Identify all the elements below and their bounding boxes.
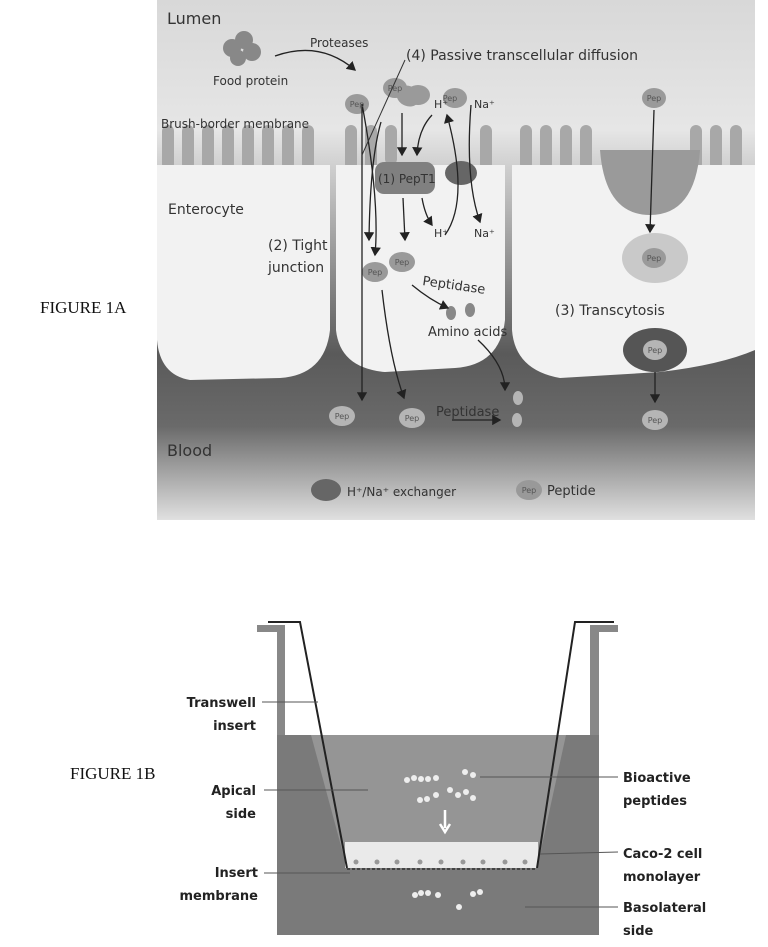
tight-junction-label-2: junction <box>267 260 324 276</box>
svg-text:Pep: Pep <box>443 94 458 103</box>
transcytosis-label: (3) Transcytosis <box>555 303 665 319</box>
cell-nuclei <box>353 859 528 865</box>
brush-border-label: Brush-border membrane <box>161 117 309 131</box>
figure-1b-diagram: Transwell insert Apical side Insert memb… <box>180 621 706 939</box>
label-leaders <box>262 701 619 908</box>
svg-text:Pep: Pep <box>405 414 420 423</box>
food-protein-label: Food protein <box>213 74 288 88</box>
na-plus-top: Na⁺ <box>474 98 495 111</box>
svg-text:Pep: Pep <box>647 94 662 103</box>
figure-1a-diagram: Lumen Blood Proteases Food protein (4) P… <box>157 0 755 520</box>
figure-1b-label: FIGURE 1B <box>70 764 156 783</box>
endocytosis-pit <box>600 150 700 215</box>
blood-peptide-icons <box>329 340 668 430</box>
membrane-label-2: membrane <box>180 889 259 904</box>
basolateral-label-2: side <box>623 924 653 939</box>
food-protein-icon <box>223 31 261 66</box>
svg-text:Pep: Pep <box>648 346 663 355</box>
transport-arrow-icon <box>438 810 452 835</box>
amino-acids-label: Amino acids <box>428 325 507 340</box>
pathway-arrows <box>274 49 661 426</box>
svg-text:Pep: Pep <box>395 258 410 267</box>
svg-text:Pep: Pep <box>522 486 537 495</box>
well-wall-left <box>257 625 285 735</box>
peptidase-blood-label: Peptidase <box>436 405 499 420</box>
passive-diffusion-label: (4) Passive transcellular diffusion <box>406 48 638 64</box>
pept1-label: (1) PepT1 <box>378 172 436 186</box>
svg-text:Pep: Pep <box>368 268 383 277</box>
na-plus-bottom: Na⁺ <box>474 227 495 240</box>
proteases-label: Proteases <box>310 36 368 50</box>
pept1-transporter <box>375 162 435 194</box>
enterocyte-cells <box>157 165 755 380</box>
membrane-label-1: Insert <box>215 866 258 881</box>
blood-label: Blood <box>167 441 212 460</box>
svg-text:Pep: Pep <box>648 416 663 425</box>
basolateral-label-1: Basolateral <box>623 901 706 916</box>
diffusion-pointer <box>361 59 406 156</box>
transwell-label-1: Transwell <box>187 696 256 711</box>
apical-label-2: side <box>226 807 256 822</box>
well-wall-right <box>590 625 618 735</box>
pep-labels: Pep Pep Pep Pep Pep Pep Pep Pep Pep Pep … <box>335 84 663 495</box>
bioactive-peptide-dots <box>404 769 483 910</box>
exchanger-transporter <box>445 161 477 185</box>
transwell-label-2: insert <box>213 719 256 734</box>
svg-text:Pep: Pep <box>647 254 662 263</box>
insert-wall-right <box>536 621 614 869</box>
figure-1a-label: FIGURE 1A <box>40 298 127 317</box>
apical-medium <box>311 735 566 868</box>
tight-junction-label-1: (2) Tight <box>268 238 328 254</box>
legend-exchanger-icon <box>311 479 341 501</box>
enterocyte-label: Enterocyte <box>168 202 244 218</box>
svg-text:Pep: Pep <box>350 100 365 109</box>
peptide-icons <box>345 78 666 282</box>
h-plus-top: H⁺ <box>434 98 448 111</box>
caco-label-1: Caco-2 cell <box>623 847 702 862</box>
h-plus-bottom: H⁺ <box>434 227 448 240</box>
legend-peptide-icon <box>516 480 542 500</box>
caco-label-2: monolayer <box>623 870 701 885</box>
svg-text:Pep: Pep <box>335 412 350 421</box>
legend-exchanger-label: H⁺/Na⁺ exchanger <box>347 485 456 499</box>
apical-label-1: Apical <box>211 784 256 799</box>
lumen-label: Lumen <box>167 9 221 28</box>
legend-peptide-label: Peptide <box>547 484 596 499</box>
bioactive-label-1: Bioactive <box>623 771 691 786</box>
insert-wall-left <box>268 621 348 869</box>
bioactive-label-2: peptides <box>623 794 687 809</box>
svg-text:Pep: Pep <box>388 84 403 93</box>
